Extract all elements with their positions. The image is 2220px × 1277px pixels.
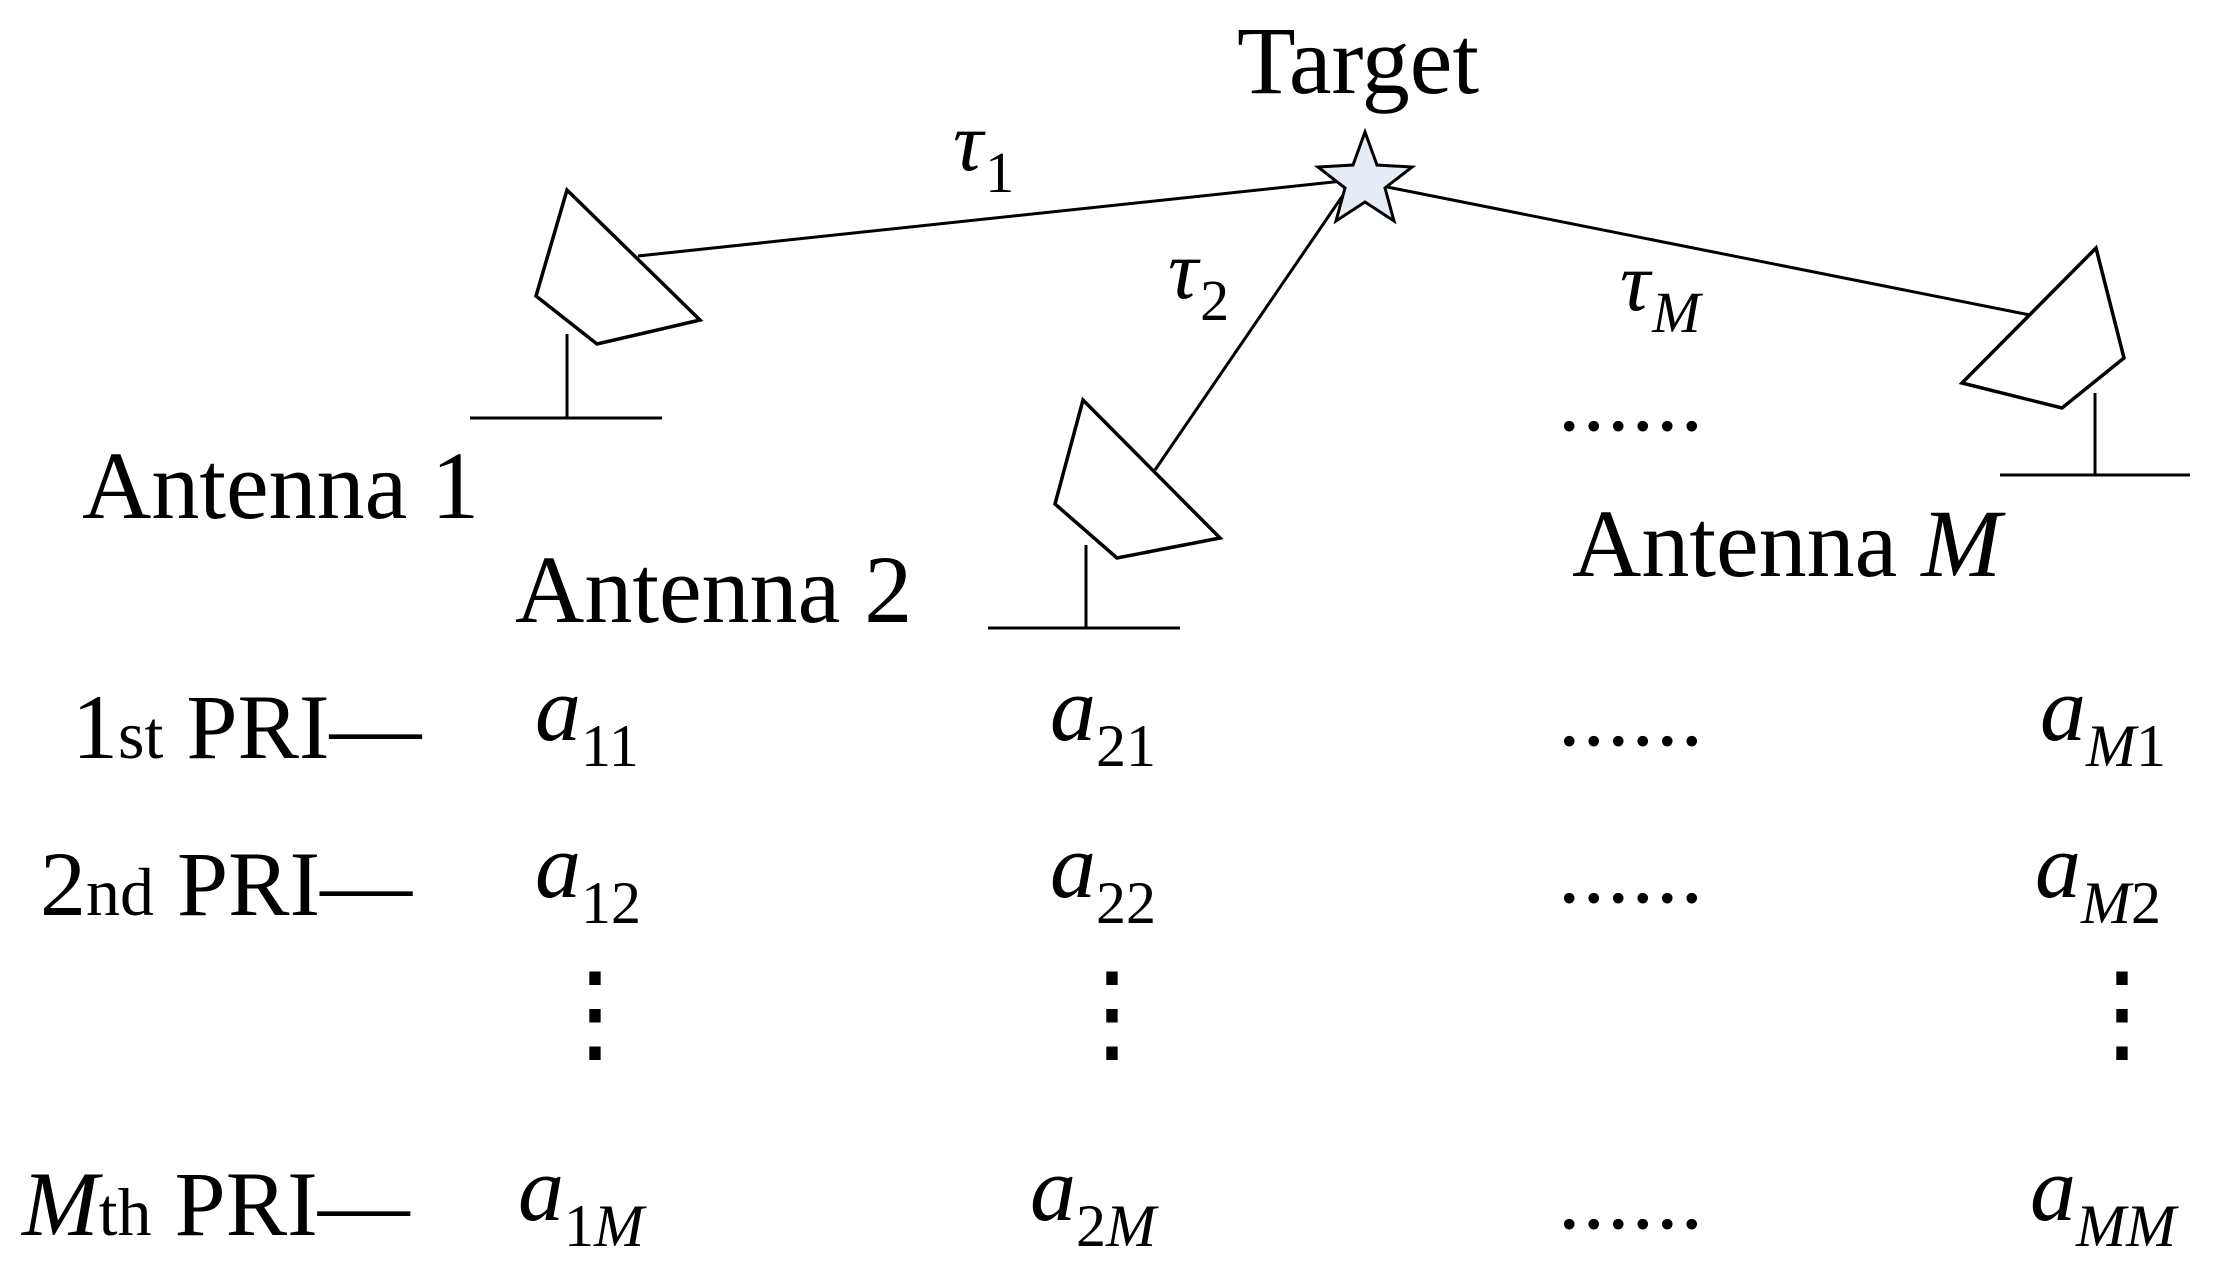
cell-a1m: a1M: [518, 1138, 647, 1259]
row-1-label: 1st PRI—: [72, 676, 423, 778]
row-1-ellipsis: ......: [1558, 666, 1705, 765]
cell-am2: aM2: [2035, 815, 2161, 936]
delay-label-m: τM: [1620, 236, 1703, 345]
cell-a2m: a2M: [1030, 1138, 1159, 1259]
antenna-ellipsis: ......: [1558, 351, 1705, 450]
row-2-ellipsis: ......: [1558, 823, 1705, 922]
target-star-icon: [1313, 127, 1417, 225]
antenna-m-icon: [1958, 244, 2190, 477]
cell-a22: a22: [1050, 815, 1156, 936]
target-label: Target: [1237, 7, 1479, 114]
path-antenna-1: [637, 178, 1353, 258]
delay-label-2: τ2: [1168, 224, 1229, 333]
cell-a21: a21: [1050, 658, 1156, 779]
cell-a12: a12: [535, 815, 641, 936]
cell-am1: aM1: [2040, 658, 2166, 779]
cell-amm: aMM: [2030, 1138, 2179, 1259]
row-m-label: Mth PRI—: [20, 1153, 411, 1255]
antenna-1-label: Antenna 1: [82, 432, 479, 539]
path-antenna-2: [1153, 181, 1354, 471]
antenna-2-icon: [988, 396, 1224, 630]
antenna-1-icon: [470, 186, 704, 420]
vertical-ellipsis-col-1: ⋮: [540, 952, 650, 1074]
cell-a11: a11: [535, 658, 639, 779]
vertical-ellipsis-col-m: ⋮: [2067, 952, 2177, 1074]
delay-label-1: τ1: [953, 96, 1014, 205]
vertical-ellipsis-col-2: ⋮: [1057, 952, 1167, 1074]
row-m-ellipsis: ......: [1558, 1149, 1705, 1248]
row-2-label: 2nd PRI—: [40, 833, 413, 935]
path-antenna-m: [1351, 178, 2031, 317]
antenna-m-label: Antenna M: [1572, 490, 2006, 597]
antenna-2-label: Antenna 2: [515, 536, 912, 643]
